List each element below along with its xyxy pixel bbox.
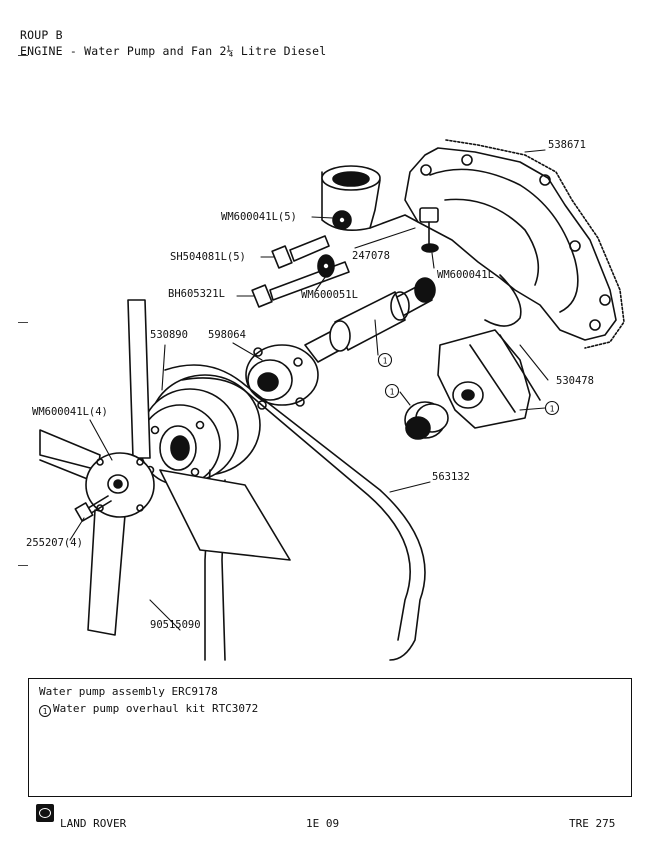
plug-247078	[419, 207, 439, 253]
label-wm600041l-4: WM600041L(4)	[32, 406, 108, 418]
washers	[317, 210, 352, 278]
callout-1-spindle: 1	[377, 352, 393, 368]
note-assembly: Water pump assembly ERC9178	[39, 685, 218, 698]
fan-blades-90515090	[39, 299, 291, 636]
group-heading: ROUP B	[20, 28, 63, 42]
label-563132: 563132	[432, 471, 470, 483]
callout-1-seal: 1	[384, 383, 400, 399]
label-598064: 598064	[208, 329, 246, 341]
label-538671: 538671	[548, 139, 586, 151]
label-bh605321l: BH605321L	[168, 288, 225, 300]
leader-lines	[69, 149, 549, 631]
fan-pulley-530890	[139, 374, 261, 486]
label-247078: 247078	[352, 250, 390, 262]
label-255207-4: 255207(4)	[26, 537, 83, 549]
label-sh504081l-5: SH504081L(5)	[170, 251, 246, 263]
label-wm600041l: WM600041L	[437, 269, 494, 281]
callout-marker: 1	[39, 705, 51, 717]
margin-mark	[18, 565, 28, 566]
callout-1-housing: 1	[544, 400, 560, 416]
margin-mark	[18, 322, 28, 323]
label-wm600041l-5: WM600041L(5)	[221, 211, 297, 223]
svg-text:1: 1	[390, 388, 395, 397]
label-530890: 530890	[150, 329, 188, 341]
footer-reference: TRE 275	[569, 817, 616, 830]
impeller-housing-530478	[437, 329, 541, 429]
water-pump-body	[404, 139, 625, 349]
label-wm600051l: WM600051L	[301, 289, 358, 301]
footer-page-number: 1E 09	[306, 817, 340, 830]
svg-text:1: 1	[550, 405, 555, 414]
pump-hub-598064	[245, 344, 319, 410]
label-530478: 530478	[556, 375, 594, 387]
footer-brand: LAND ROVER	[60, 817, 127, 830]
pump-spindle	[304, 277, 436, 363]
svg-text:1: 1	[383, 357, 388, 366]
page-title: ENGINE - Water Pump and Fan 2¼ Litre Die…	[20, 44, 327, 58]
pump-seal	[404, 401, 449, 440]
note-overhaul-text: Water pump overhaul kit RTC3072	[53, 702, 259, 715]
fan-belt-563132	[164, 364, 426, 661]
land-rover-logo-icon	[36, 804, 54, 822]
label-90515090: 90515090	[150, 619, 201, 631]
margin-mark	[18, 55, 28, 56]
bolt-sh504081l	[271, 235, 330, 269]
fan-screw-255207	[74, 495, 112, 522]
